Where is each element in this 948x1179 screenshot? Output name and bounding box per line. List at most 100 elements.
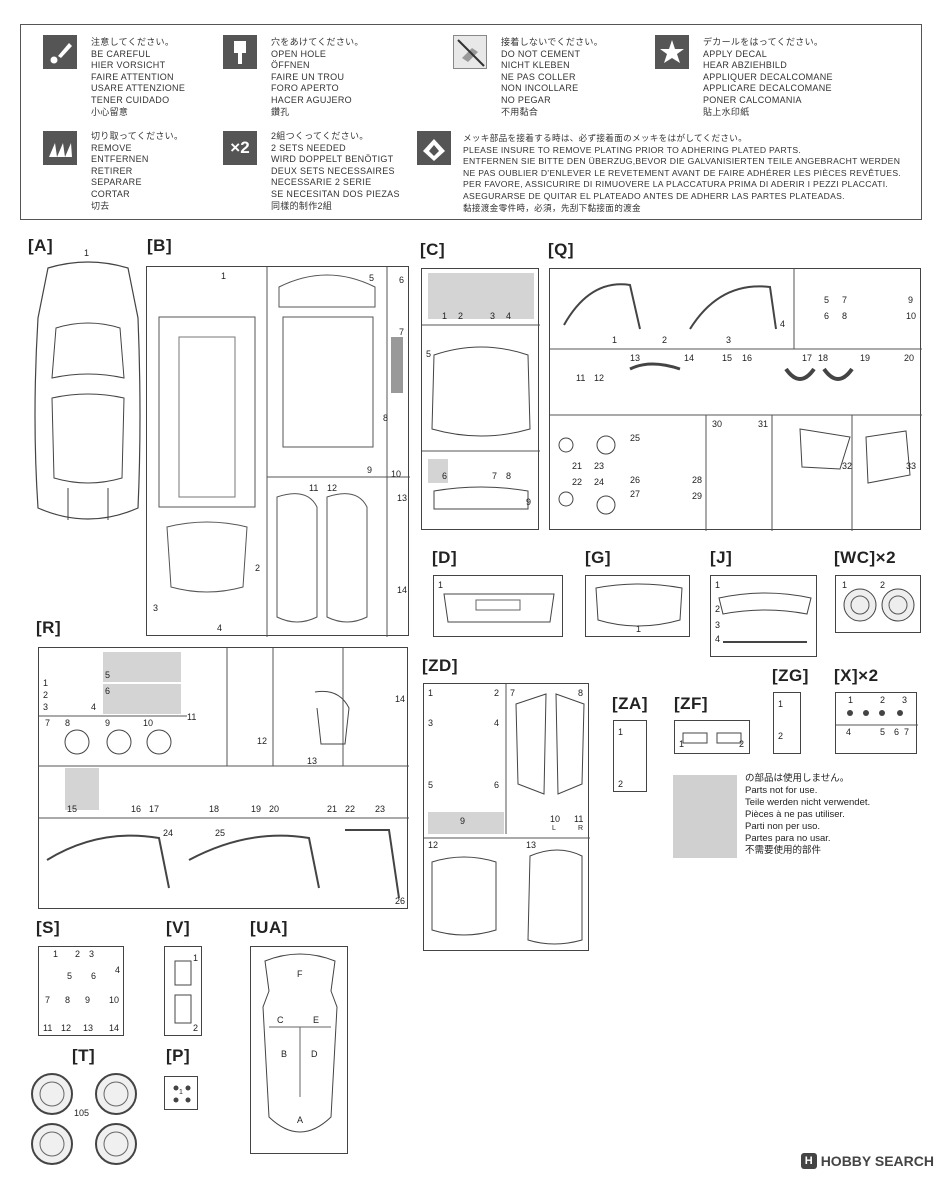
part-number: 16: [131, 804, 142, 814]
part-number: 7: [399, 327, 405, 337]
part-number: 12: [61, 1023, 72, 1033]
part-number: 7: [492, 471, 498, 481]
part-number: 8: [65, 718, 71, 728]
part-number: 4: [715, 634, 721, 644]
part-number: 9: [105, 718, 111, 728]
part-number: 2: [43, 690, 49, 700]
part-number: 3: [715, 620, 721, 630]
sprue-x: 1 2 3 4 5 6 7: [835, 692, 918, 754]
section-b-label: [B]: [147, 236, 173, 255]
part-number: 2: [458, 311, 464, 321]
section-q-label: [Q]: [548, 240, 575, 259]
part-number: 4: [91, 702, 97, 712]
part-number: 24: [594, 477, 605, 487]
part-number: 11: [187, 712, 197, 722]
sprue-p: 1: [164, 1076, 198, 1110]
part-number: 18: [818, 353, 829, 363]
part-number: 7: [45, 718, 51, 728]
part-number: 5: [426, 349, 432, 359]
part-number: 7: [510, 688, 516, 698]
part-number: 24: [163, 828, 174, 838]
part-number: 21: [572, 461, 583, 471]
sprue-wc: 1 2: [835, 575, 921, 633]
part-number: 7: [842, 295, 848, 305]
part-number: 13: [307, 756, 318, 766]
part-number: 15: [67, 804, 78, 814]
part-number: 28: [692, 475, 703, 485]
exclamation-icon: [43, 35, 77, 69]
sprue-s: 1 2 3 4 5 6 7 8 9 10 11 12 13 14: [38, 946, 124, 1036]
sprue-zd: 1 2 3 4 5 6 7 8 9 10 L 11 R 12 13: [423, 683, 590, 951]
part-number: 7: [45, 995, 51, 1005]
part-number: 9: [526, 497, 532, 507]
part-number: 1: [179, 1089, 183, 1096]
part-number: 5: [67, 971, 73, 981]
no-glue-icon: [453, 35, 487, 69]
part-number: 1: [221, 271, 227, 281]
unused-parts-note: の部品は使用しません。 Parts not for use. Teile wer…: [745, 773, 871, 856]
part-number: 3: [89, 949, 95, 959]
part-number: 14: [109, 1023, 120, 1033]
part-number: 2: [193, 1023, 199, 1033]
part-number: 10: [550, 814, 561, 824]
part-number: 22: [572, 477, 583, 487]
part-number: 13: [397, 493, 408, 503]
part-number: 6: [494, 780, 500, 790]
part-number: 2: [494, 688, 500, 698]
legend-plating: メッキ部品を接着する時は、必ず接着面のメッキをはがしてください。PLEASE I…: [463, 133, 902, 213]
part-number: 11: [309, 483, 319, 493]
part-side-label: R: [578, 825, 584, 832]
part-number: 18: [209, 804, 220, 814]
part-number: 11: [576, 373, 586, 383]
part-number: 5: [880, 727, 886, 737]
sprue-c: 1 2 3 4 5 6 7 8 9: [421, 268, 540, 530]
section-v-label: [V]: [166, 918, 191, 937]
part-number: 6: [894, 727, 900, 737]
part-number: 1: [53, 949, 59, 959]
part-number: 32: [842, 461, 853, 471]
part-number: 1: [715, 580, 721, 590]
part-number: 5: [369, 273, 375, 283]
section-c-label: [C]: [420, 240, 446, 259]
part-number: 25: [630, 433, 641, 443]
part-number: E: [313, 1015, 320, 1025]
part-number: 2: [662, 335, 668, 345]
part-number: 19: [251, 804, 262, 814]
part-number: C: [277, 1015, 284, 1025]
unused-parts-swatch: [673, 775, 737, 858]
watermark-text: HOBBY SEARCH: [820, 1153, 934, 1169]
sprue-zg: 1 2: [773, 692, 801, 754]
part-number: 2: [880, 580, 886, 590]
part-number: 13: [630, 353, 641, 363]
part-number: B: [281, 1049, 288, 1059]
part-number: 1: [442, 311, 448, 321]
part-number: 10: [109, 995, 120, 1005]
part-number: 14: [684, 353, 695, 363]
part-number: 21: [327, 804, 338, 814]
part-number: 23: [594, 461, 605, 471]
section-ua-label: [UA]: [250, 918, 288, 937]
part-number: 4: [494, 718, 500, 728]
part-number: 1: [428, 688, 434, 698]
part-number: 1: [84, 248, 90, 258]
section-a-label: [A]: [28, 236, 54, 255]
part-number: 7: [904, 727, 910, 737]
section-t-label: [T]: [72, 1046, 96, 1065]
part-number: 2: [75, 949, 81, 959]
sprue-b: 1 2 3 4 5 6 7 8 9 10 11 12 13 14: [146, 266, 410, 637]
part-number: 17: [149, 804, 160, 814]
watermark: H HOBBY SEARCH: [800, 1153, 934, 1169]
part-number: 1: [778, 699, 784, 709]
section-j-label: [J]: [710, 548, 733, 567]
part-number: 5: [105, 670, 111, 680]
part-number: 22: [345, 804, 356, 814]
section-r-label: [R]: [36, 618, 62, 637]
part-number: 3: [43, 702, 49, 712]
